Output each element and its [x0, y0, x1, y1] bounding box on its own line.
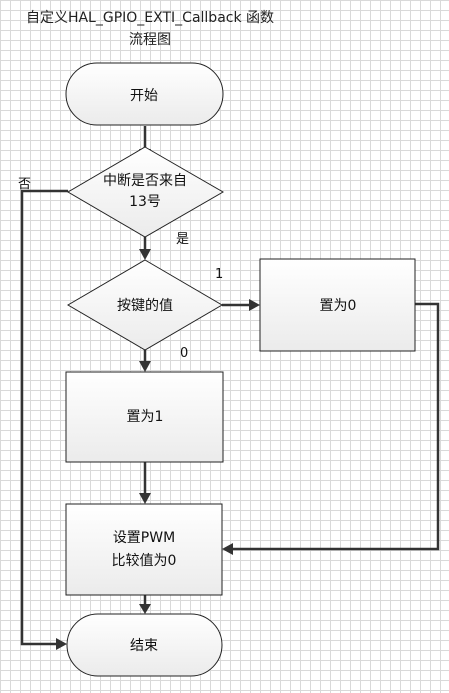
process-set-one-label: 置为1 [127, 409, 164, 425]
process-set-zero [259, 258, 416, 352]
edge-label-no: 否 [18, 177, 31, 192]
arrowhead [139, 249, 151, 260]
decision-interrupt-source-line2: 13号 [129, 194, 161, 210]
decision-key-value-label: 按键的值 [117, 298, 173, 314]
start-terminator [65, 62, 224, 126]
diagram-title-line1: 自定义HAL_GPIO_EXTI_Callback 函数 [26, 10, 274, 26]
connectors [20, 126, 440, 650]
edge-label-yes: 是 [176, 232, 189, 247]
diagram-title-line2: 流程图 [129, 32, 171, 48]
decision-interrupt-source-line1: 中断是否来自 [103, 173, 187, 189]
arrowhead [139, 493, 151, 504]
process-set-pwm-line1: 设置PWM [113, 530, 175, 546]
process-set-pwm [65, 503, 223, 596]
edge-zero-to-pwm [232, 302, 440, 551]
arrowhead [139, 604, 151, 614]
edge-check-no [20, 189, 68, 646]
arrowhead [249, 299, 260, 311]
process-set-one [65, 371, 224, 463]
end-label: 结束 [130, 638, 158, 654]
edge-label-one: 1 [215, 267, 223, 282]
arrowhead [222, 543, 233, 555]
process-set-zero-label: 置为0 [320, 298, 357, 314]
decision-key-value [67, 259, 223, 351]
arrowhead [139, 361, 151, 372]
start-label: 开始 [130, 88, 158, 104]
process-set-pwm-line2: 比较值为0 [112, 553, 177, 569]
decision-interrupt-source [67, 146, 225, 238]
arrowhead [56, 638, 67, 650]
edge-label-zero: 0 [180, 346, 188, 361]
end-terminator [66, 613, 223, 677]
